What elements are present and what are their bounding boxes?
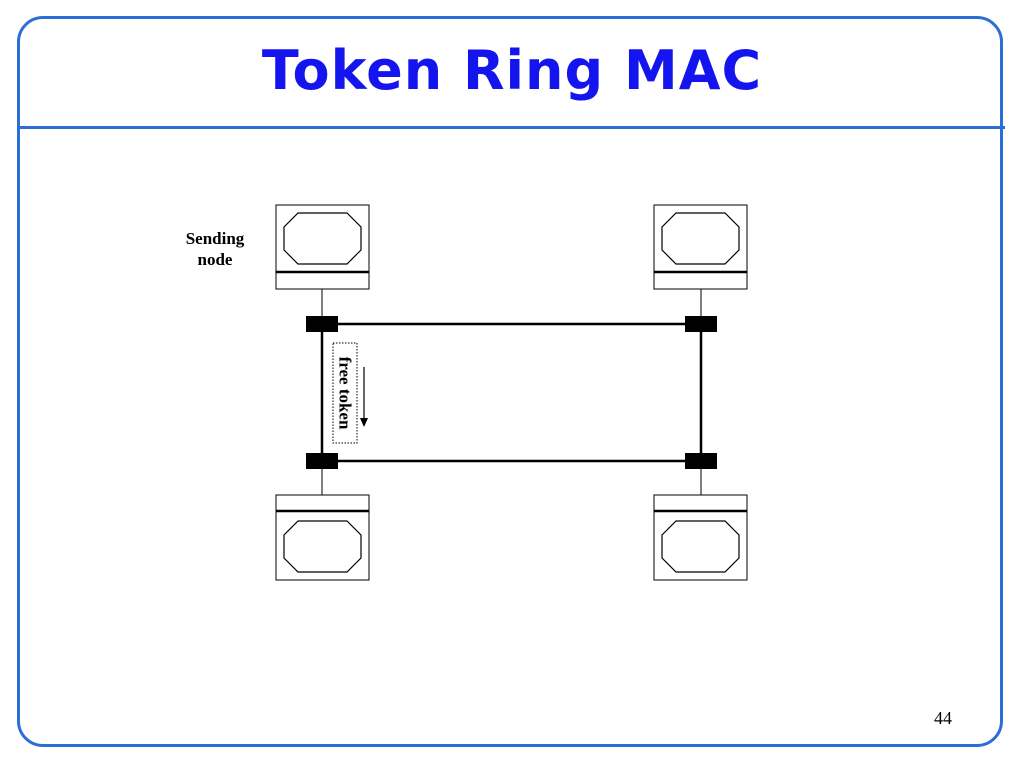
sending-node-label-line2: node [197,250,233,269]
title-divider [17,126,1005,129]
sending-node-label-line1: Sending [185,229,245,248]
ring-interface-top-right [685,316,717,332]
computer-icon-top-right [653,204,748,290]
ring-interface-bottom-right [685,453,717,469]
token-direction-arrow [360,367,368,427]
computer-icon-top-left [275,204,370,290]
free-token-label: free token [336,357,355,430]
ring-interface-bottom-left [306,453,338,469]
computer-icon-bottom-right [653,494,748,581]
computer-icon-bottom-left [275,494,370,581]
ring-interface-top-left [306,316,338,332]
free-token-frame [332,342,358,444]
sending-node-label: Sending node [170,228,260,270]
page-number: 44 [934,708,952,728]
slide-title: Token Ring MAC [261,39,763,102]
slide-frame [17,16,1003,747]
